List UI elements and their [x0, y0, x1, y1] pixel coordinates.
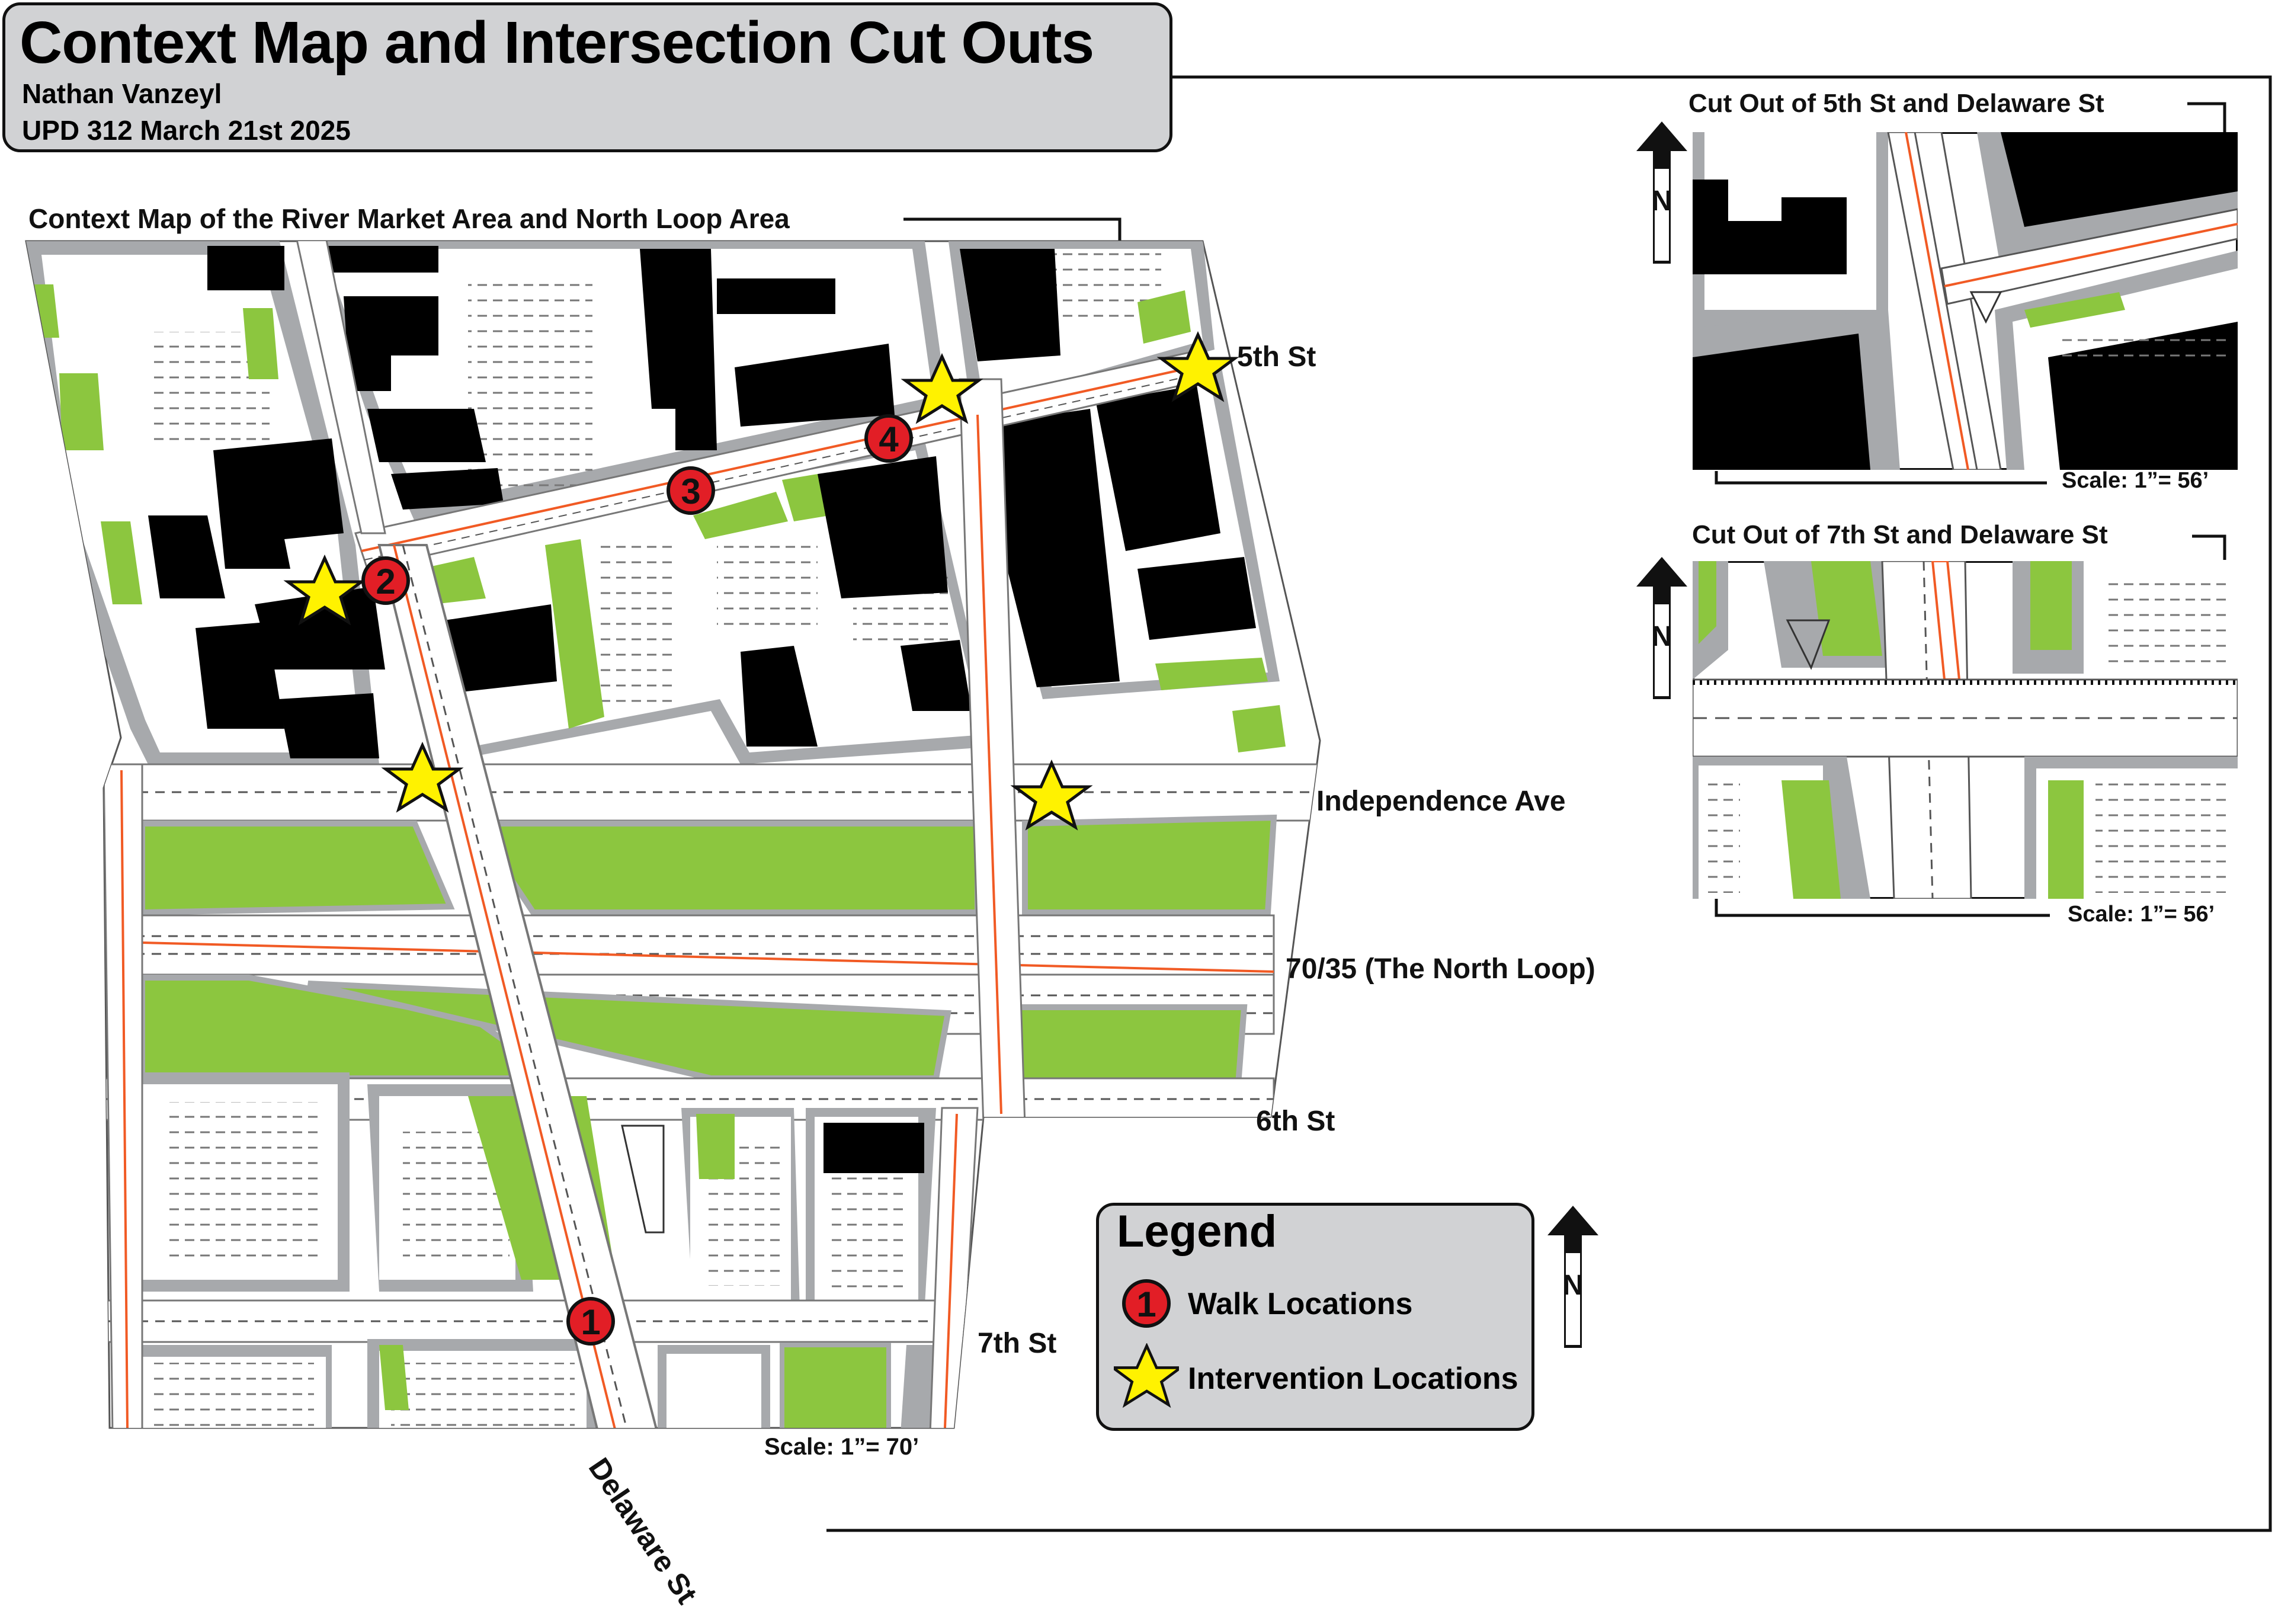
walk-markers: 1 2 3 4: [361, 414, 913, 1346]
building: [207, 246, 284, 290]
walk-marker-4: 4: [864, 414, 913, 463]
cutout-1-title: Cut Out of 5th St and Delaware St: [1688, 89, 2104, 118]
legend-walk-label: Walk Locations: [1188, 1287, 1413, 1321]
cutout-1-scale: Scale: 1”= 56’: [2062, 468, 2209, 493]
walk-marker-1: 1: [566, 1297, 615, 1346]
cutout-7th-delaware-map[interactable]: [1693, 561, 2238, 899]
intervention-star-markers: [283, 331, 1239, 831]
legend-walk-sample: 1: [1136, 1285, 1156, 1324]
course-date: UPD 312 March 21st 2025: [22, 115, 351, 146]
cutout-5th-delaware-map[interactable]: [1693, 132, 2238, 470]
cutout-2-title: Cut Out of 7th St and Delaware St: [1692, 520, 2108, 549]
legend-title: Legend: [1117, 1206, 1277, 1257]
north-arrow-icon-cutout-2: N: [1636, 557, 1687, 699]
legend-box: Legend 1 Walk Locations Intervention Loc…: [1096, 1203, 1534, 1431]
street-label-7th: 7th St: [978, 1328, 1057, 1359]
north-arrow-letter-1: N: [1652, 185, 1672, 217]
street-label-5th: 5th St: [1237, 341, 1316, 373]
intervention-star-5th-main: [901, 353, 983, 424]
cutout-2-scale: Scale: 1”= 56’: [2068, 902, 2215, 927]
intervention-star-independence-main: [1010, 759, 1093, 831]
green-space-north: [139, 821, 455, 916]
walk-marker-4-label: 4: [879, 419, 899, 459]
walk-marker-1-label: 1: [581, 1302, 600, 1342]
author-name: Nathan Vanzeyl: [22, 78, 222, 109]
walk-location-legend-icon: 1: [1122, 1279, 1171, 1328]
intervention-star-west: [283, 554, 366, 626]
legend-intervention-label: Intervention Locations: [1188, 1362, 1518, 1396]
intervention-star-5th-east: [1156, 331, 1239, 402]
intervention-star-legend-icon: [1114, 1343, 1179, 1408]
walk-marker-2: 2: [361, 556, 410, 605]
north-arrow-letter-3: N: [1563, 1270, 1584, 1301]
street-label-6th: 6th St: [1256, 1106, 1335, 1137]
context-map-scale: Scale: 1”= 70’: [764, 1434, 919, 1460]
walk-marker-2-label: 2: [376, 562, 395, 601]
walk-marker-3: 3: [667, 466, 715, 515]
north-arrow-icon-cutout-1: N: [1636, 121, 1687, 264]
intervention-star-independence-delaware: [381, 741, 464, 813]
title-box: Context Map and Intersection Cut Outs Na…: [2, 2, 1172, 152]
street-label-independence: Independence Ave: [1316, 786, 1566, 817]
north-arrow-icon-legend: N: [1547, 1206, 1598, 1348]
street-label-north-loop: 70/35 (The North Loop): [1286, 953, 1595, 985]
north-arrow-letter-2: N: [1652, 621, 1672, 652]
page-title: Context Map and Intersection Cut Outs: [20, 9, 1094, 76]
context-map-title: Context Map of the River Market Area and…: [28, 203, 790, 234]
walk-marker-3-label: 3: [681, 472, 700, 511]
